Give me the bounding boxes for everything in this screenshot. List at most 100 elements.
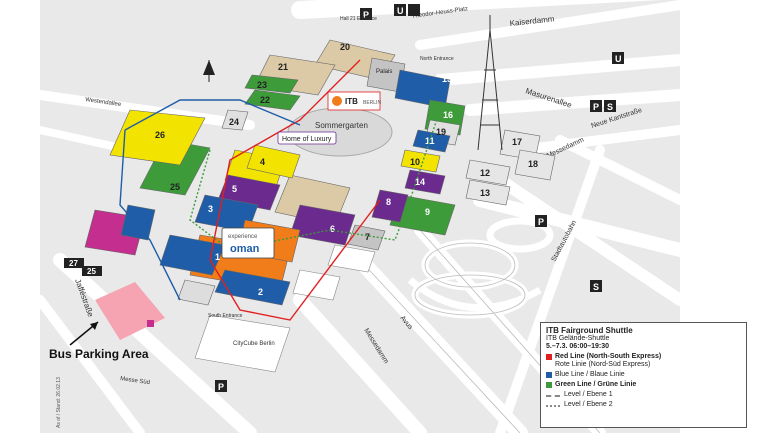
shuttle-legend: ITB Fairground Shuttle ITB Gelände-Shutt…: [540, 322, 747, 428]
itb-logo-icon: [332, 96, 342, 106]
hall-number-6: 6: [330, 224, 335, 234]
hall-14[interactable]: [404, 169, 446, 195]
hall-number-7: 7: [365, 232, 370, 242]
hall-12[interactable]: [465, 159, 511, 186]
legend-row-level-2: Level / Ebene 2: [546, 401, 746, 409]
hall-number-12: 12: [480, 168, 490, 178]
blue-line-swatch: [546, 372, 552, 378]
palais-label: Palais: [376, 69, 392, 75]
bus-icon-1: [408, 4, 420, 16]
p-parking-icon-2: [535, 215, 547, 227]
hall-11[interactable]: [412, 129, 451, 153]
itb-sub-label: BERLIN: [363, 100, 381, 106]
hall-number-15: 15: [442, 74, 452, 84]
s-bahn-icon-2: [590, 280, 602, 292]
street-westendallee: Westendallee: [85, 97, 122, 108]
hall-number-2: 2: [258, 287, 263, 297]
hall-number-20: 20: [340, 42, 350, 52]
hall-22[interactable]: [244, 89, 301, 111]
blue-line-label: Blue Line / Blaue Linie: [555, 371, 625, 378]
radio-tower-icon: [477, 15, 503, 151]
legend-row-green: Green Line / Grüne Linie: [546, 381, 746, 389]
legend-dates: 5.–7.3. 06:00–19:30: [546, 343, 610, 350]
hall-number-19: 19: [436, 127, 446, 137]
street-messe-sud: Messe Süd: [120, 376, 151, 386]
svg-text:25: 25: [87, 267, 96, 276]
hall-number-5: 5: [232, 184, 237, 194]
s-bahn-icon-1: [604, 100, 616, 112]
hall-26[interactable]: [109, 109, 206, 166]
red-line-route: [209, 59, 381, 321]
svg-text:P: P: [218, 382, 224, 392]
p-parking-icon-3: [360, 8, 372, 20]
hall-18[interactable]: [514, 149, 556, 181]
hall-number-21: 21: [278, 62, 288, 72]
hall-1[interactable]: [159, 234, 226, 276]
svg-text:P: P: [363, 10, 369, 20]
p-parking-icon-1: [590, 100, 602, 112]
hall-23[interactable]: [244, 74, 299, 94]
green-line-route: [189, 109, 441, 251]
hall-number-3: 3: [208, 204, 213, 214]
bus-parking-label: Bus Parking Area: [49, 347, 149, 361]
legend-title: ITB Fairground Shuttle: [546, 326, 633, 335]
green-line-label: Green Line / Grüne Linie: [555, 381, 637, 388]
north-entrance-label: North Entrance: [420, 56, 454, 62]
hall-2-1[interactable]: [214, 269, 291, 306]
level-2-label: Level / Ebene 2: [564, 401, 613, 408]
route-25-sign: [82, 266, 102, 276]
sommergarten-label: Sommergarten: [315, 121, 368, 130]
hall-10[interactable]: [400, 149, 441, 173]
hall-21-entrance-label: Hall 21 Entrance: [340, 16, 377, 22]
itb-label: ITB: [345, 97, 358, 106]
hall-blue-west[interactable]: [120, 204, 156, 241]
hall-number-9: 9: [425, 207, 430, 217]
hall-white-2[interactable]: [327, 244, 376, 273]
route-signs: 27 25: [64, 258, 102, 276]
hall-numbers: 20 21 22 23 24 25 26 15 16 17 18 19 10 1…: [155, 42, 538, 297]
as-of-label: As of / Stand: 26.02.13: [56, 377, 62, 428]
hall-number-22: 22: [260, 95, 270, 105]
hall-number-24: 24: [229, 117, 239, 127]
svg-text:27: 27: [69, 259, 78, 268]
hall-number-23: 23: [257, 80, 267, 90]
svg-text:S: S: [607, 102, 613, 112]
route-27-sign: [64, 258, 84, 268]
hall-number-26: 26: [155, 130, 165, 140]
shuttle-routes: [119, 59, 441, 321]
legend-row-blue: Blue Line / Blaue Linie: [546, 371, 746, 379]
bus-parking-marker: [147, 320, 154, 327]
hall-4-2[interactable]: [246, 144, 301, 179]
svg-text:U: U: [397, 6, 404, 16]
hall-number-11: 11: [425, 136, 435, 146]
experience-label: experience: [228, 234, 258, 240]
svg-text:U: U: [615, 54, 622, 64]
hall-25[interactable]: [139, 139, 211, 196]
u-bahn-icon-2: [612, 52, 624, 64]
halls: [84, 39, 556, 373]
level-1-dash: [546, 395, 560, 397]
hall-number-4: 4: [260, 157, 265, 167]
hall-number-17: 17: [512, 137, 522, 147]
oman-label: oman: [230, 243, 260, 255]
hall-13[interactable]: [465, 179, 511, 206]
citycube[interactable]: [194, 314, 291, 373]
svg-text:P: P: [593, 102, 599, 112]
red-line-swatch: [546, 354, 552, 360]
green-line-swatch: [546, 382, 552, 388]
hall-24[interactable]: [221, 109, 249, 131]
level-1-label: Level / Ebene 1: [564, 391, 613, 398]
hall-number-10: 10: [410, 157, 420, 167]
home-of-luxury-callout: [277, 131, 337, 145]
transport-icons: U U P S S P P P: [215, 4, 624, 392]
hall-number-14: 14: [415, 177, 425, 187]
south-entrance-building[interactable]: [177, 279, 216, 306]
u-bahn-icon-1: [394, 4, 406, 16]
legend-row-red: Red Line (North-South Express)Rote Linie…: [546, 353, 746, 369]
svg-text:P: P: [538, 217, 544, 227]
itb-callout: [327, 91, 381, 111]
south-entrance-label: South Entrance: [208, 313, 243, 319]
legend-row-level-1: Level / Ebene 1: [546, 391, 746, 399]
